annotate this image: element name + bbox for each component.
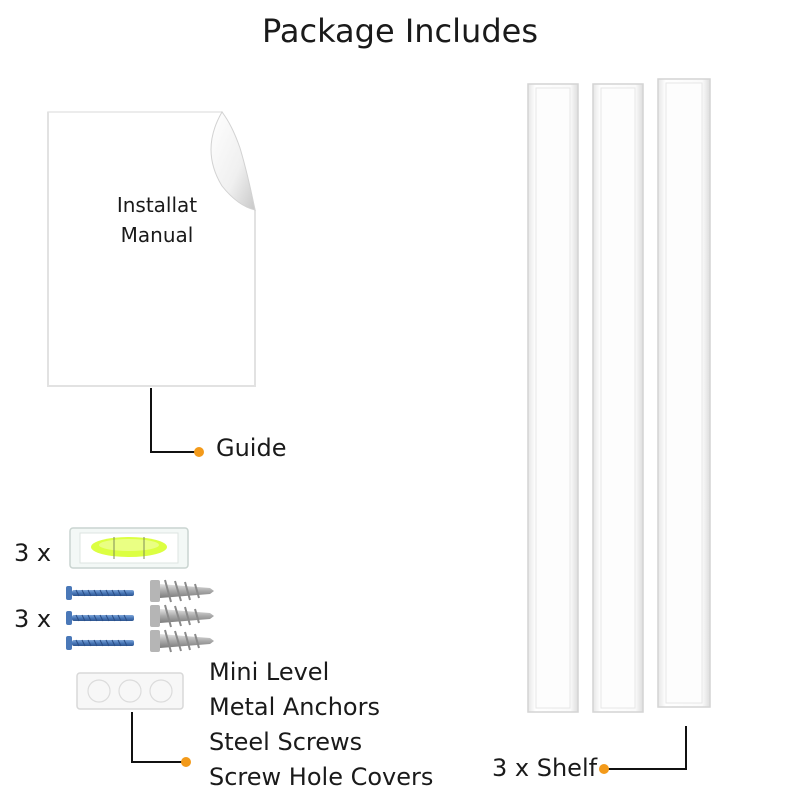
manual-cover-line2: Manual: [120, 223, 194, 247]
guide-label: Guide: [216, 434, 287, 462]
hardware-item: Mini Level: [209, 658, 330, 686]
metal-anchor-icon: [150, 579, 214, 653]
manual-cover-text: Installat Manual: [62, 190, 252, 250]
hardware-item: Steel Screws: [209, 728, 363, 756]
shelf-leader-line: [599, 726, 687, 774]
hardware-item: Screw Hole Covers: [209, 763, 434, 791]
hardware-item: Metal Anchors: [209, 693, 380, 721]
screw-hole-covers-icon: [76, 672, 184, 710]
shelf-rail-icon: [527, 78, 711, 713]
shelf-label: 3 x Shelf: [492, 754, 598, 782]
guide-leader-line: [150, 388, 204, 457]
hardware-list: Mini Level Metal Anchors Steel Screws Sc…: [209, 655, 433, 795]
manual-booklet-icon: [47, 111, 256, 387]
manual-cover-line1: Installat: [116, 193, 198, 217]
hardware-quantity: 3 x: [14, 605, 52, 633]
level-quantity: 3 x: [14, 539, 52, 567]
hardware-leader-line: [131, 712, 191, 767]
steel-screw-icon: [66, 586, 134, 650]
mini-level-icon: [69, 527, 189, 569]
page-title: Package Includes: [262, 12, 538, 50]
